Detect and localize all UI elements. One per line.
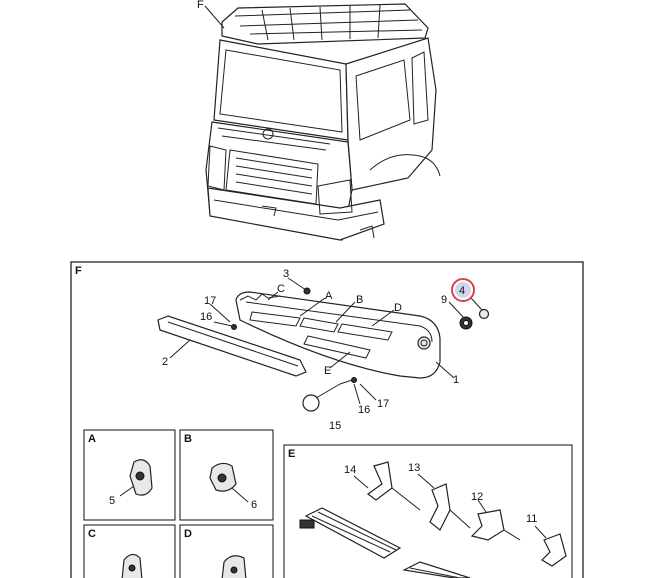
sub-panel-d-label: D	[184, 528, 192, 540]
label-part-17-bottom: 17	[377, 398, 389, 410]
sub-panel-c	[83, 524, 176, 578]
sub-panel-e	[283, 444, 573, 578]
highlight-fill	[455, 282, 471, 298]
label-ref-b: B	[356, 294, 363, 306]
label-part-17-top: 17	[204, 295, 216, 307]
label-part-11: 11	[526, 513, 537, 525]
highlight-ring	[451, 278, 475, 302]
label-ref-c: C	[277, 283, 285, 295]
label-part-3: 3	[283, 268, 289, 280]
label-part-15: 15	[329, 420, 341, 432]
label-part-16-top: 16	[200, 311, 212, 323]
label-part-9: 9	[441, 294, 447, 306]
label-part-2: 2	[162, 356, 168, 368]
label-part-5: 5	[109, 495, 115, 507]
cab-callout-label: F	[197, 0, 204, 11]
label-ref-e: E	[324, 365, 331, 377]
sub-panel-b-label: B	[184, 433, 192, 445]
sub-panel-c-label: C	[88, 528, 96, 540]
detail-panel-label: F	[75, 265, 82, 277]
bracket-11	[541, 533, 567, 567]
light-bar-right	[402, 561, 471, 578]
detail-panel-frame	[70, 261, 584, 578]
bracket-13	[429, 483, 451, 531]
label-part-12: 12	[471, 491, 483, 503]
label-ref-a: A	[325, 290, 333, 302]
bracket-14	[366, 461, 393, 501]
sub-panel-e-label: E	[288, 448, 295, 460]
part-15-ring	[302, 394, 320, 412]
label-part-1: 1	[453, 374, 459, 386]
label-ref-d: D	[394, 302, 402, 314]
sub-panel-b	[179, 429, 274, 521]
label-part-14: 14	[344, 464, 356, 476]
sub-panel-a	[83, 429, 176, 521]
sub-panel-d	[179, 524, 274, 578]
truck-cab-illustration	[205, 3, 441, 241]
bracket-12	[470, 509, 505, 541]
label-part-13: 13	[408, 462, 420, 474]
part-4-cap	[478, 308, 490, 320]
label-part-16-bottom: 16	[358, 404, 370, 416]
label-part-6: 6	[251, 499, 257, 511]
label-part-4[interactable]: 4	[459, 285, 465, 297]
sub-panel-a-label: A	[88, 433, 96, 445]
